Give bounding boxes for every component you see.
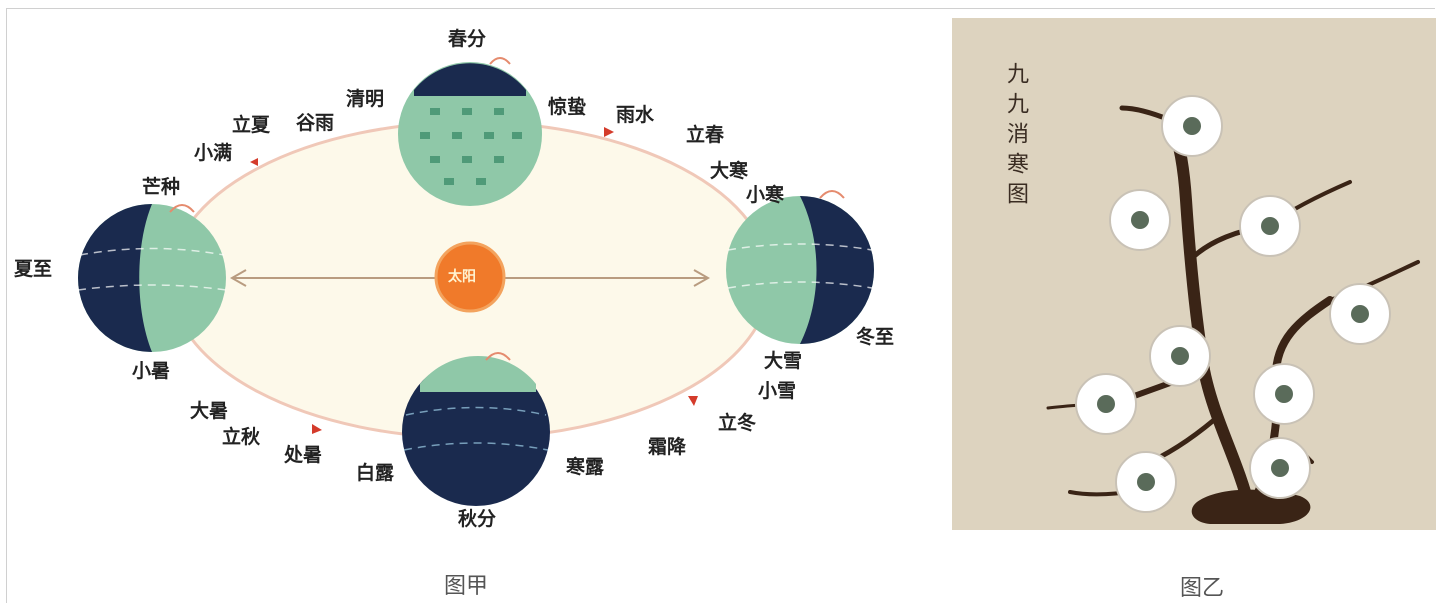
earth-spring-icon (398, 57, 542, 206)
earth-summer-icon (77, 204, 227, 352)
term-liqiu: 立秋 (222, 426, 261, 448)
plum-blossom-icon (1329, 283, 1391, 345)
term-qingming: 清明 (346, 88, 385, 110)
orbit-arrow-icon (604, 127, 614, 137)
term-chunfen: 春分 (448, 28, 487, 50)
orbit-arrow-icon (312, 424, 322, 434)
plum-blossom-icon (1149, 325, 1211, 387)
sun-icon (434, 241, 506, 313)
term-shuangjiang: 霜降 (648, 436, 687, 458)
term-lidong: 立冬 (718, 412, 757, 434)
term-dashu: 大暑 (190, 400, 229, 422)
term-hanlu: 寒露 (566, 456, 605, 478)
term-lixia: 立夏 (232, 114, 271, 136)
term-daxue: 大雪 (764, 350, 803, 372)
caption-right: 图乙 (1180, 576, 1225, 601)
term-xiaohan: 小寒 (746, 184, 785, 206)
term-xiaoman: 小满 (194, 142, 233, 164)
arrow-left-icon (229, 269, 247, 287)
plum-blossom-icon (1249, 437, 1311, 499)
term-xiaoshu: 小暑 (132, 360, 171, 382)
caption-left: 图甲 (444, 574, 489, 599)
orbit-arrow-icon (250, 158, 258, 166)
term-jingzhe: 惊蛰 (548, 96, 587, 118)
sun-label: 太阳 (448, 269, 476, 285)
plum-blossom-icon (1075, 373, 1137, 435)
term-dongzhi: 冬至 (856, 326, 895, 348)
term-mangzhong: 芒种 (142, 176, 181, 198)
content-frame (6, 8, 1435, 603)
plum-blossom-icon (1161, 95, 1223, 157)
plum-blossom-icon (1115, 451, 1177, 513)
plum-blossom-icon (1239, 195, 1301, 257)
term-guyu: 谷雨 (296, 112, 335, 134)
term-bailu: 白露 (356, 462, 395, 484)
orbit-arrow-icon (688, 396, 698, 406)
term-dahan: 大寒 (710, 160, 749, 182)
orbit-diagram (77, 57, 874, 506)
term-chushu: 处暑 (284, 444, 323, 466)
term-yushui: 雨水 (616, 104, 655, 126)
plum-blossom-icon (1109, 189, 1171, 251)
arrow-right-icon (693, 269, 711, 287)
earth-winter-icon (726, 190, 874, 344)
plum-blossom-icon (1253, 363, 1315, 425)
term-lichun: 立春 (686, 124, 725, 146)
term-qiufen: 秋分 (458, 508, 497, 530)
term-xiazhi: 夏至 (14, 258, 53, 280)
earth-autumn-icon (402, 352, 550, 506)
painting-title: 九九消寒图 (1003, 62, 1028, 212)
term-xiaoxue: 小雪 (758, 380, 797, 402)
